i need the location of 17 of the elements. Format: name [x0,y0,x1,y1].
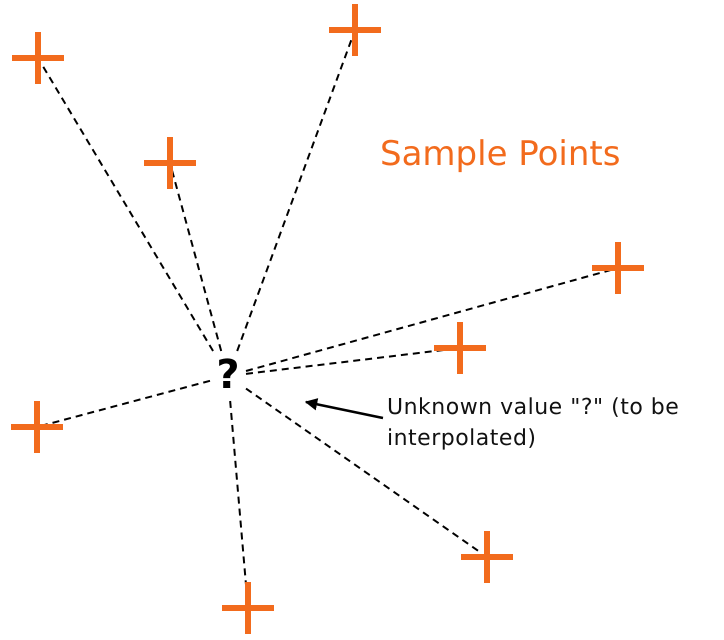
cross-marker [592,242,644,294]
cross-marker [329,4,381,56]
unknown-point-label: ? [214,355,242,395]
dashed-connector [246,268,612,372]
cross-marker [434,322,486,374]
heading-label: Sample Points [380,134,620,174]
cross-marker [12,32,64,84]
cross-marker [11,401,63,453]
cross-marker [222,582,274,634]
cross-marker [144,137,196,189]
dashed-connector [41,64,214,352]
dashed-connector [245,388,481,553]
cross-marker [461,531,513,583]
annotation-text: Unknown value "?" (to be interpolated) [387,392,707,454]
arrow [304,398,384,420]
dashed-connector [170,170,222,352]
dashed-connector [44,380,210,426]
